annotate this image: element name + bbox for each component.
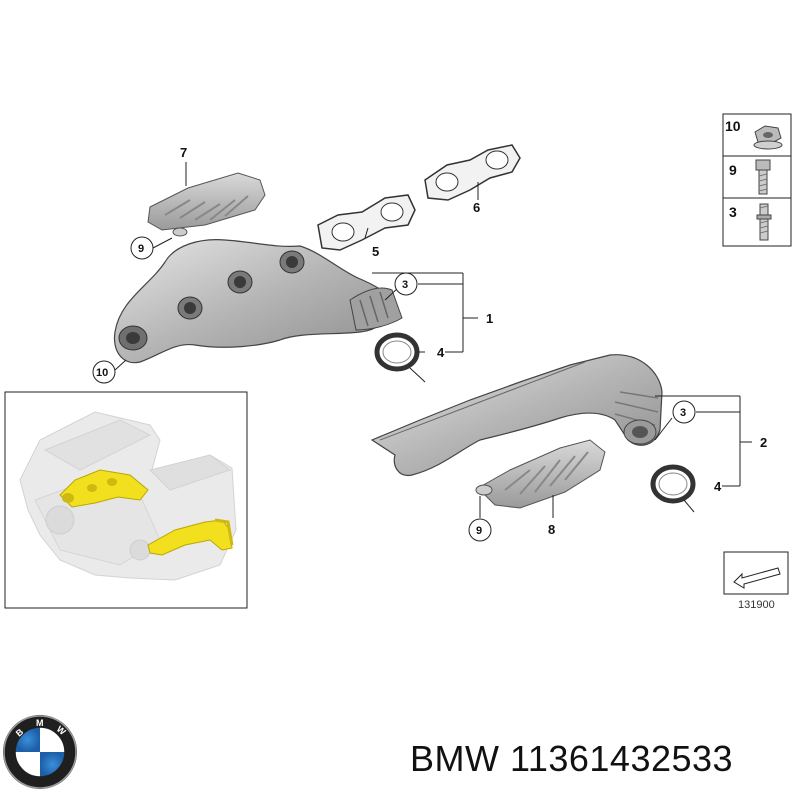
callout-3-upper: 3 bbox=[402, 279, 408, 291]
seal-ring-lower bbox=[650, 464, 696, 513]
legend-number-10: 10 bbox=[725, 118, 741, 134]
engine-locator-inset bbox=[4, 391, 248, 609]
heat-shield-lower bbox=[475, 439, 606, 509]
callout-1: 1 bbox=[486, 311, 493, 326]
callout-4-lower: 4 bbox=[714, 479, 722, 494]
bmw-logo: B M W bbox=[3, 715, 77, 789]
highlighted-manifold-upper bbox=[59, 469, 149, 508]
flange-nut-icon bbox=[753, 125, 783, 150]
callout-7: 7 bbox=[180, 145, 187, 160]
direction-arrow-box bbox=[723, 551, 789, 595]
callout-4-upper: 4 bbox=[437, 345, 445, 360]
bolt-icon bbox=[755, 159, 771, 195]
heat-shield-upper bbox=[147, 172, 266, 237]
exhaust-manifold-lower bbox=[370, 354, 663, 477]
gasket-6 bbox=[424, 144, 521, 201]
exhaust-manifold-upper bbox=[113, 239, 403, 364]
logo-letter-b: B bbox=[14, 726, 26, 738]
callout-9-lower: 9 bbox=[476, 525, 482, 537]
callout-3-lower: 3 bbox=[680, 407, 686, 419]
gasket-5 bbox=[317, 194, 416, 251]
legend-number-3: 3 bbox=[729, 204, 737, 220]
callout-2: 2 bbox=[760, 435, 767, 450]
callout-lines bbox=[114, 162, 752, 518]
logo-letter-m: M bbox=[36, 718, 44, 728]
legend-number-9: 9 bbox=[729, 162, 737, 178]
seal-ring-upper bbox=[374, 332, 426, 383]
brand-name: BMW bbox=[410, 738, 500, 779]
part-number: 11361432533 bbox=[510, 738, 734, 779]
callout-labels: 7 9 10 5 6 3 1 4 3 2 4 9 8 bbox=[92, 145, 767, 542]
stud-icon bbox=[756, 203, 772, 241]
callout-9-upper: 9 bbox=[138, 243, 144, 255]
reference-code: 131900 bbox=[738, 599, 775, 611]
callout-10: 10 bbox=[96, 367, 108, 379]
fastener-legend: 10 9 3 bbox=[722, 113, 792, 247]
highlighted-manifold-lower bbox=[147, 518, 234, 556]
part-number-title: BMW 11361432533 bbox=[410, 738, 733, 780]
callout-6: 6 bbox=[473, 200, 480, 215]
callout-8: 8 bbox=[548, 522, 555, 537]
callout-5: 5 bbox=[372, 244, 379, 259]
